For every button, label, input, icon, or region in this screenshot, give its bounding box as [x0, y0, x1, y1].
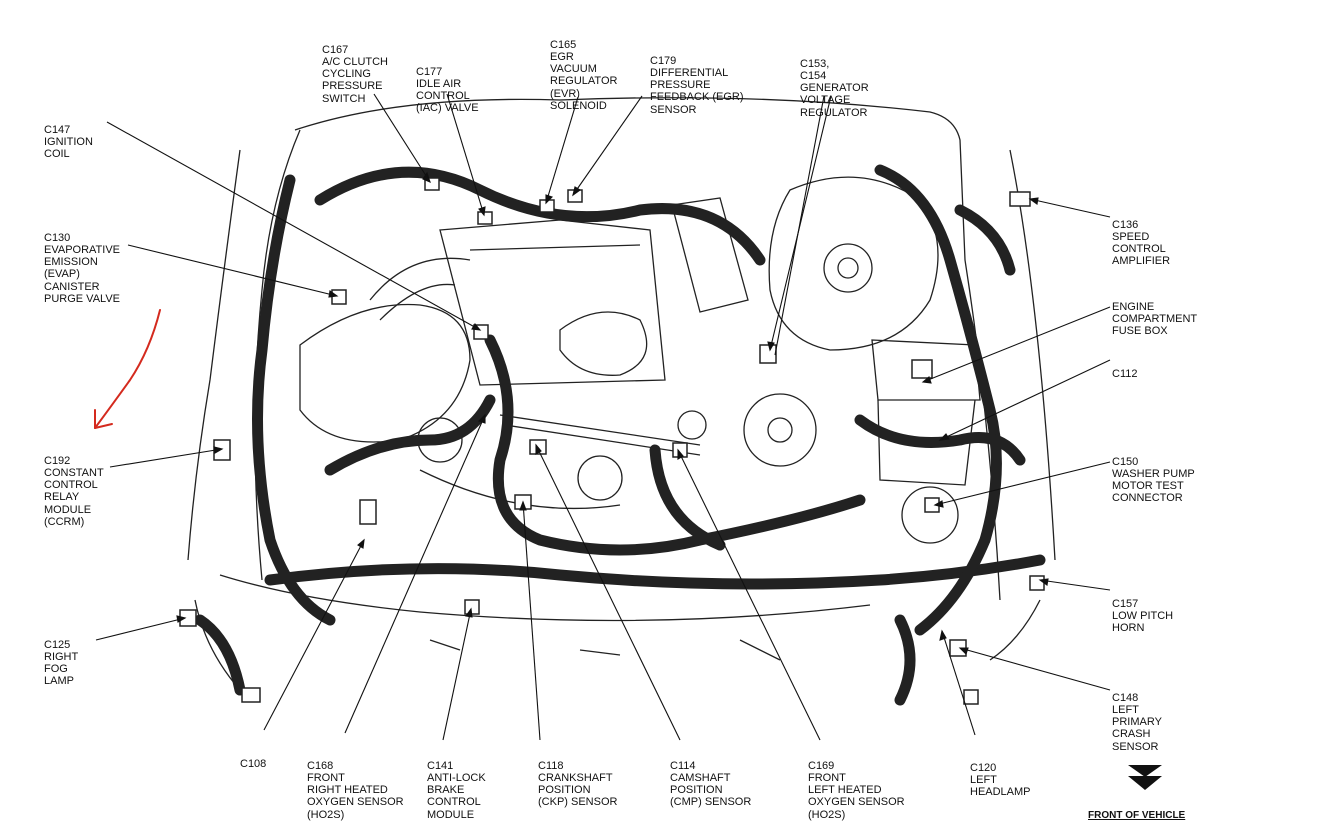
callout-c108: C108 — [240, 757, 267, 770]
callout-c112: C112 — [1112, 367, 1138, 380]
leader-lines — [95, 93, 1111, 741]
wiring-harness — [194, 164, 1046, 706]
red-annotation-arrow — [94, 309, 161, 429]
engine-outline — [187, 97, 1056, 691]
connectors — [179, 177, 1045, 705]
front-of-vehicle-arrow-icon — [1128, 765, 1162, 790]
front-of-vehicle-label: FRONT OF VEHICLE — [1088, 810, 1186, 821]
